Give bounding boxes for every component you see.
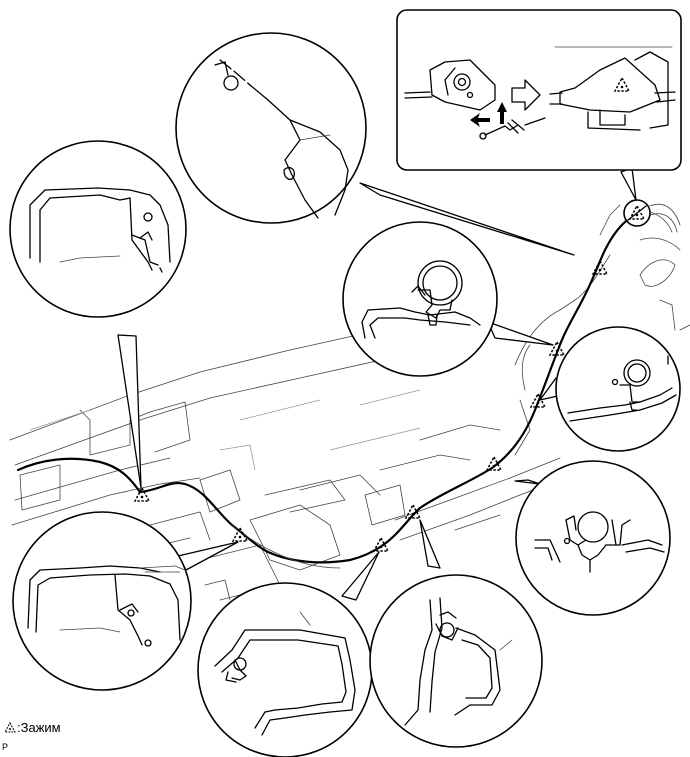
callout-pipe-clamp-upper	[342, 221, 498, 377]
callout-side-panel-clamp	[369, 574, 543, 748]
detail-box-cable-connection	[396, 9, 682, 171]
callout-side-sill-clip	[515, 460, 671, 616]
clamp-triangle-icon	[4, 721, 16, 734]
callout-pipe-clamp-right	[555, 326, 681, 452]
rear-brake-connection	[623, 199, 681, 233]
legend-text: :Зажим	[17, 720, 61, 735]
callout-floor-tunnel-clamp	[197, 582, 373, 757]
clamp-legend: :Зажим	[4, 720, 61, 736]
callout-crossmember-clamp	[12, 511, 192, 691]
figure-code: P	[2, 742, 9, 752]
callout-rear-bracket-clamp	[9, 140, 187, 318]
callout-floor-panel-clamp	[175, 32, 367, 224]
